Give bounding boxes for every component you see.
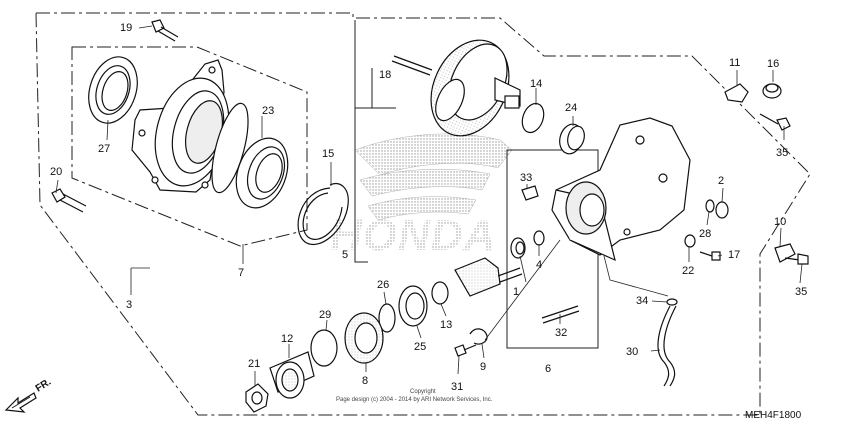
bolt-35b-drawing	[784, 253, 809, 265]
callout-2: 2	[718, 175, 724, 187]
callout-28: 28	[699, 228, 711, 240]
bolt-35a-drawing	[759, 113, 791, 131]
bolt-20-drawing	[51, 188, 87, 213]
bracket-11-drawing	[724, 83, 749, 103]
oil-seal-27-drawing	[88, 56, 138, 124]
washer-2-drawing	[715, 201, 729, 219]
bearing-23-drawing	[235, 137, 289, 209]
callout-4: 4	[536, 259, 542, 271]
callout-29: 29	[319, 309, 331, 321]
washer-28-drawing	[705, 199, 715, 213]
callout-20: 20	[50, 166, 62, 178]
copyright-line-1: Copyright	[410, 389, 436, 395]
clip-34-drawing	[666, 298, 678, 306]
callout-22: 22	[682, 265, 694, 277]
outer-assembly-frame	[35, 12, 811, 416]
callout-8: 8	[362, 375, 368, 387]
callout-30: 30	[626, 346, 638, 358]
housing-7-drawing	[131, 59, 249, 194]
bolt-19-drawing	[151, 19, 179, 42]
shim-13-drawing	[431, 281, 449, 305]
callout-3: 3	[126, 299, 132, 311]
callout-33: 33	[520, 172, 532, 184]
callout-15: 15	[322, 148, 334, 160]
leader-lines	[55, 25, 803, 386]
callout-14: 14	[530, 78, 542, 90]
callout-1: 1	[513, 286, 519, 298]
callout-24: 24	[565, 102, 577, 114]
callout-18: 18	[379, 69, 391, 81]
callout-17: 17	[728, 249, 740, 261]
stud-32-drawing	[541, 305, 580, 324]
callout-21: 21	[248, 358, 260, 370]
callout-27: 27	[98, 143, 110, 155]
gear-set-group-frame	[354, 20, 368, 263]
honda-watermark: HONDA	[330, 133, 513, 260]
callout-9: 9	[480, 361, 486, 373]
callout-19: 19	[120, 22, 132, 34]
washer-26-drawing	[378, 303, 396, 333]
callout-5: 5	[342, 249, 348, 261]
bolt-31-drawing	[454, 344, 477, 357]
callout-11: 11	[729, 57, 740, 69]
housing-group-frame	[71, 46, 308, 247]
bearing-25-drawing	[398, 285, 428, 327]
o-ring-14-drawing	[521, 102, 545, 134]
callout-34: 34	[636, 295, 648, 307]
bracket-18	[371, 68, 396, 109]
callout-26: 26	[377, 279, 389, 291]
callout-23: 23	[262, 105, 274, 117]
callout-12: 12	[281, 333, 293, 345]
callout-7: 7	[238, 267, 244, 279]
nut-21-drawing	[245, 383, 269, 413]
callout-35a: 35	[776, 147, 788, 159]
pinion-shaft-drawing	[454, 257, 523, 297]
direction-label: FR.	[34, 377, 54, 395]
callout-13: 13	[440, 319, 452, 331]
clamp-9-drawing	[469, 328, 488, 345]
bearing-8-drawing	[344, 312, 384, 364]
joint-12-drawing	[269, 351, 315, 399]
ring-gear-drawing	[430, 39, 521, 137]
honda-wing-logo	[354, 133, 513, 221]
stud-18-drawing	[391, 55, 433, 76]
diagram-code: MEH4F1800	[745, 410, 802, 421]
callout-25: 25	[414, 341, 426, 353]
callout-31: 31	[451, 381, 463, 393]
cap-16-drawing	[762, 83, 782, 99]
parts	[51, 19, 809, 413]
gear-case-6-drawing	[551, 117, 691, 262]
circlip-15-drawing	[297, 183, 349, 245]
o-ring-29-drawing	[310, 329, 338, 367]
bracket-10-drawing	[774, 243, 796, 263]
bearing-24-drawing	[559, 123, 585, 155]
washer-22-drawing	[684, 234, 696, 248]
watermark-text: HONDA	[330, 211, 496, 260]
bolt-17-drawing	[699, 251, 721, 261]
front-direction-indicator: FR.	[4, 377, 54, 413]
callout-labels: 1927232073181415524334126291221825139313…	[50, 22, 807, 393]
callout-35b: 35	[795, 286, 807, 298]
dowel-pin-33-drawing	[521, 185, 539, 201]
breather-tube-30-drawing	[657, 305, 677, 387]
pinion-1-drawing	[510, 230, 545, 259]
callout-6: 6	[545, 363, 551, 375]
callout-32: 32	[555, 327, 567, 339]
callout-10: 10	[774, 216, 786, 228]
copyright-line-2: Page design (c) 2004 - 2014 by ARI Netwo…	[336, 397, 493, 403]
callout-16: 16	[767, 58, 779, 70]
